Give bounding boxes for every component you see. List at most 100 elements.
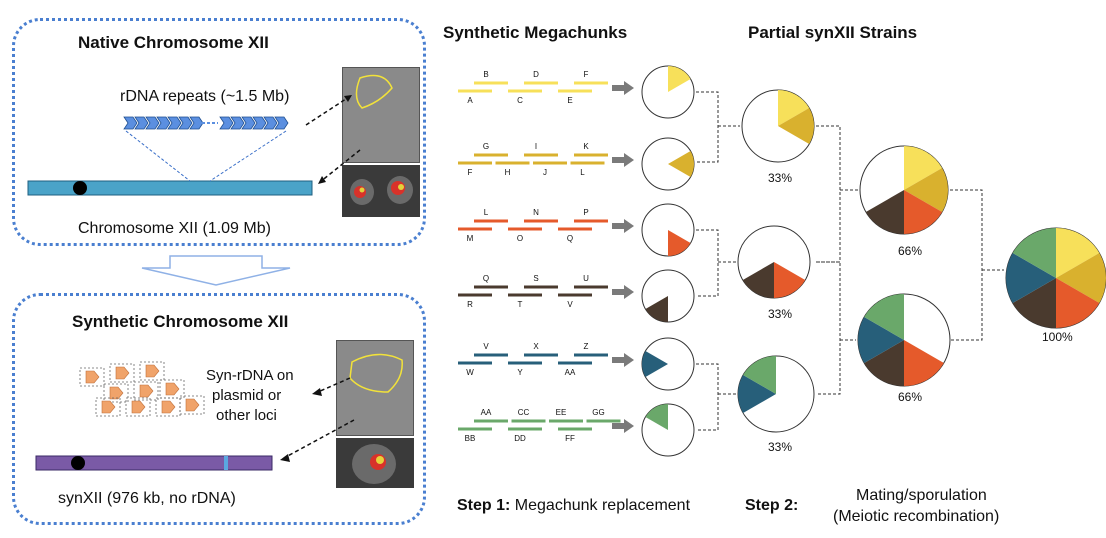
bracket-2 <box>696 229 738 297</box>
rdna-repeat-arrow <box>219 116 234 130</box>
pct-level2-1: 66% <box>898 244 923 258</box>
pie-wedge <box>904 190 943 234</box>
synthetic-pointer-arrowhead-2 <box>280 454 290 462</box>
synrdna-unit <box>145 364 160 378</box>
megachunk-label: AA <box>481 408 492 417</box>
native-centromere <box>73 181 87 195</box>
megachunk-label: Q <box>567 234 573 243</box>
synthetic-centromere <box>71 456 85 470</box>
synrdna-unit <box>85 370 100 384</box>
rdna-repeat-arrow <box>230 116 245 130</box>
megachunk-label: Y <box>517 368 523 377</box>
rdna-repeat-arrow <box>252 116 267 130</box>
pie-wedge <box>668 151 694 177</box>
synrdna-plasmid <box>95 397 121 417</box>
synrdna-label-2: plasmid or <box>212 387 282 404</box>
synrdna-unit <box>115 366 130 380</box>
megachunk-label: FF <box>565 434 575 443</box>
synrdna-unit <box>131 400 146 414</box>
megachunk-label: AA <box>565 368 576 377</box>
megachunk-label: T <box>518 300 523 309</box>
megachunk-label: P <box>583 208 588 217</box>
step2-bold: Step 2: <box>745 497 799 514</box>
megachunk-label: DD <box>514 434 526 443</box>
synrdna-label-3: other loci <box>216 407 277 424</box>
native-pointer-arrowhead-1 <box>344 95 352 102</box>
bracket-4 <box>816 125 858 263</box>
megachunk-label: W <box>466 368 474 377</box>
megachunk-label: Z <box>584 342 589 351</box>
pie-wedge <box>645 296 668 322</box>
synrdna-marker <box>224 456 228 470</box>
megachunk-label: O <box>517 234 523 243</box>
step-arrow <box>612 285 634 299</box>
pie-wedge <box>865 190 904 234</box>
megachunk-label: B <box>483 70 488 79</box>
bracket-5 <box>816 261 856 395</box>
rdna-repeat-arrow <box>156 116 171 130</box>
megachunk-label: S <box>533 274 538 283</box>
rdna-repeat-arrow <box>241 116 256 130</box>
rdna-repeat-arrow <box>145 116 160 130</box>
rdna-repeat-arrow <box>123 116 138 130</box>
native-title: Native Chromosome XII <box>78 33 269 52</box>
nucleus-native-1 <box>354 186 366 198</box>
pie-wedge <box>1056 278 1100 328</box>
bracket-3 <box>696 363 738 431</box>
pct-level3: 100% <box>1042 330 1073 344</box>
synthetic-panel <box>12 293 426 525</box>
synrdna-plasmid <box>79 367 105 387</box>
megachunk-label: L <box>580 168 585 177</box>
pie-wedge <box>1006 253 1056 303</box>
native-chromosome-bar <box>27 180 313 196</box>
megachunk-label: X <box>533 342 539 351</box>
native-micrograph <box>342 67 420 163</box>
rdna-repeat-arrow <box>189 116 204 130</box>
rdna-repeat-arrow <box>263 116 278 130</box>
megachunk-label: M <box>467 234 474 243</box>
megachunk-label: R <box>467 300 473 309</box>
megachunk-label: V <box>567 300 573 309</box>
native-pointer-arrow-2 <box>319 149 361 183</box>
pie-wedge <box>738 375 776 413</box>
pct-level1-1: 33% <box>768 171 793 185</box>
step-arrow <box>612 153 634 167</box>
synrdna-plasmid <box>179 395 205 415</box>
rdna-repeat-arrow <box>134 116 149 130</box>
pie-wedge <box>778 90 810 126</box>
step-arrow <box>612 219 634 233</box>
synrdna-unit <box>139 384 154 398</box>
synrdna-label-1: Syn-rDNA on <box>206 367 294 384</box>
nucleolus-outline-native <box>355 74 393 109</box>
pie-wedge <box>645 404 668 430</box>
megachunk-label: F <box>468 168 473 177</box>
pie-wedge <box>1012 278 1056 328</box>
megachunk-label: A <box>467 96 473 105</box>
rdna-repeat-arrow <box>167 116 182 130</box>
pie-wedge <box>1012 228 1056 278</box>
synrdna-plasmid <box>133 381 159 401</box>
native-chromosome-label: Chromosome XII (1.09 Mb) <box>78 220 271 237</box>
megachunk-label: F <box>584 70 589 79</box>
pie-wedge <box>864 294 904 340</box>
pct-level1-2: 33% <box>768 307 793 321</box>
bracket-1 <box>696 91 740 163</box>
megachunk-label: EE <box>556 408 567 417</box>
pie-wedge <box>904 340 944 387</box>
synrdna-unit <box>185 398 200 412</box>
rdna-repeat-arrow <box>274 116 289 130</box>
nucleolus-synthetic <box>376 456 384 464</box>
megachunk-label: BB <box>465 434 476 443</box>
megachunk-label: V <box>483 342 489 351</box>
step2-text-1: Mating/sporulation <box>856 487 987 504</box>
rdna-zoom-line-right <box>209 130 287 182</box>
pie-wedge <box>774 262 806 298</box>
pct-level2-2: 66% <box>898 390 923 404</box>
synrdna-plasmid <box>139 361 165 381</box>
step-arrow <box>612 419 634 433</box>
synthetic-pointer-arrow-2 <box>283 419 355 459</box>
partial-strains-header: Partial synXII Strains <box>748 23 918 42</box>
synrdna-plasmid <box>103 383 129 403</box>
